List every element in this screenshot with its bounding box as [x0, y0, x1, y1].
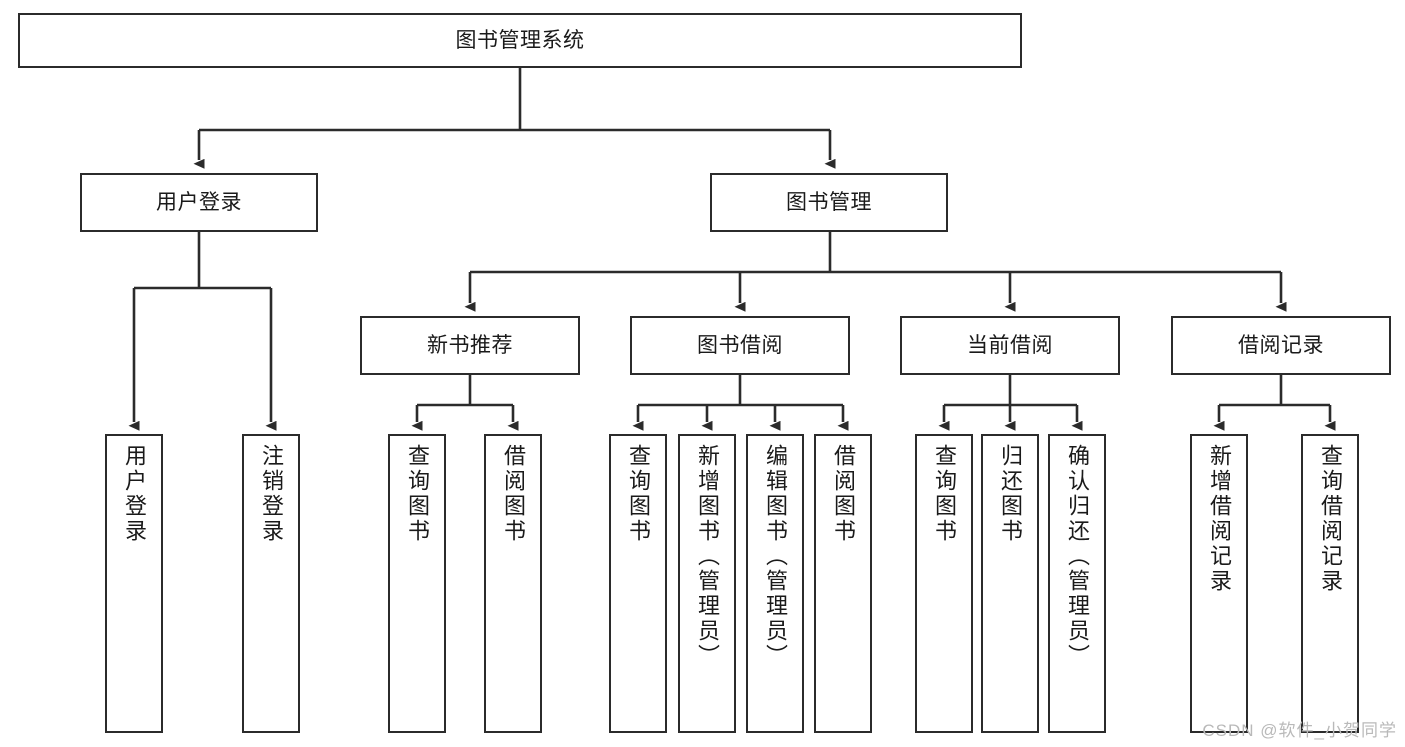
node-label: 图书管理 — [786, 190, 872, 214]
node-book-borrow[interactable]: 图书借阅 — [630, 316, 850, 375]
leaf-borrow-edit-book-admin[interactable]: 编辑图书（管理员） — [746, 434, 804, 733]
node-label: 归还图书 — [998, 444, 1023, 544]
node-label: 查询图书 — [626, 444, 651, 544]
leaf-records-query[interactable]: 查询借阅记录 — [1301, 434, 1359, 733]
leaf-user-login-signout[interactable]: 注销登录 — [242, 434, 300, 733]
node-label: 查询图书 — [405, 444, 430, 544]
leaf-current-confirm-return-admin[interactable]: 确认归还（管理员） — [1048, 434, 1106, 733]
node-root-system[interactable]: 图书管理系统 — [18, 13, 1022, 68]
node-label: 借阅图书 — [831, 444, 856, 544]
node-new-book-recommend[interactable]: 新书推荐 — [360, 316, 580, 375]
leaf-user-login-signin[interactable]: 用户登录 — [105, 434, 163, 733]
leaf-new-book-borrow[interactable]: 借阅图书 — [484, 434, 542, 733]
leaf-new-book-query[interactable]: 查询图书 — [388, 434, 446, 733]
watermark-text: CSDN @软件_小贺同学 — [1202, 721, 1397, 740]
leaf-borrow-add-book-admin[interactable]: 新增图书（管理员） — [678, 434, 736, 733]
node-label: 查询借阅记录 — [1318, 444, 1343, 594]
node-label: 编辑图书（管理员） — [763, 444, 788, 669]
node-label: 图书管理系统 — [455, 28, 585, 52]
node-label: 注销登录 — [259, 444, 284, 544]
node-label: 图书借阅 — [697, 333, 783, 357]
node-label: 新书推荐 — [427, 333, 513, 357]
node-borrow-records[interactable]: 借阅记录 — [1171, 316, 1391, 375]
leaf-borrow-query[interactable]: 查询图书 — [609, 434, 667, 733]
leaf-borrow-borrow-book[interactable]: 借阅图书 — [814, 434, 872, 733]
leaf-records-add[interactable]: 新增借阅记录 — [1190, 434, 1248, 733]
leaf-current-return-book[interactable]: 归还图书 — [981, 434, 1039, 733]
node-label: 新增借阅记录 — [1207, 444, 1232, 594]
node-user-login[interactable]: 用户登录 — [80, 173, 318, 232]
node-label: 查询图书 — [932, 444, 957, 544]
node-label: 用户登录 — [122, 444, 147, 544]
node-label: 借阅图书 — [501, 444, 526, 544]
node-book-management[interactable]: 图书管理 — [710, 173, 948, 232]
node-label: 借阅记录 — [1238, 333, 1324, 357]
node-label: 用户登录 — [156, 190, 242, 214]
leaf-current-query[interactable]: 查询图书 — [915, 434, 973, 733]
node-current-borrow[interactable]: 当前借阅 — [900, 316, 1120, 375]
node-label: 确认归还（管理员） — [1065, 444, 1090, 669]
node-label: 新增图书（管理员） — [695, 444, 720, 669]
node-label: 当前借阅 — [967, 333, 1053, 357]
